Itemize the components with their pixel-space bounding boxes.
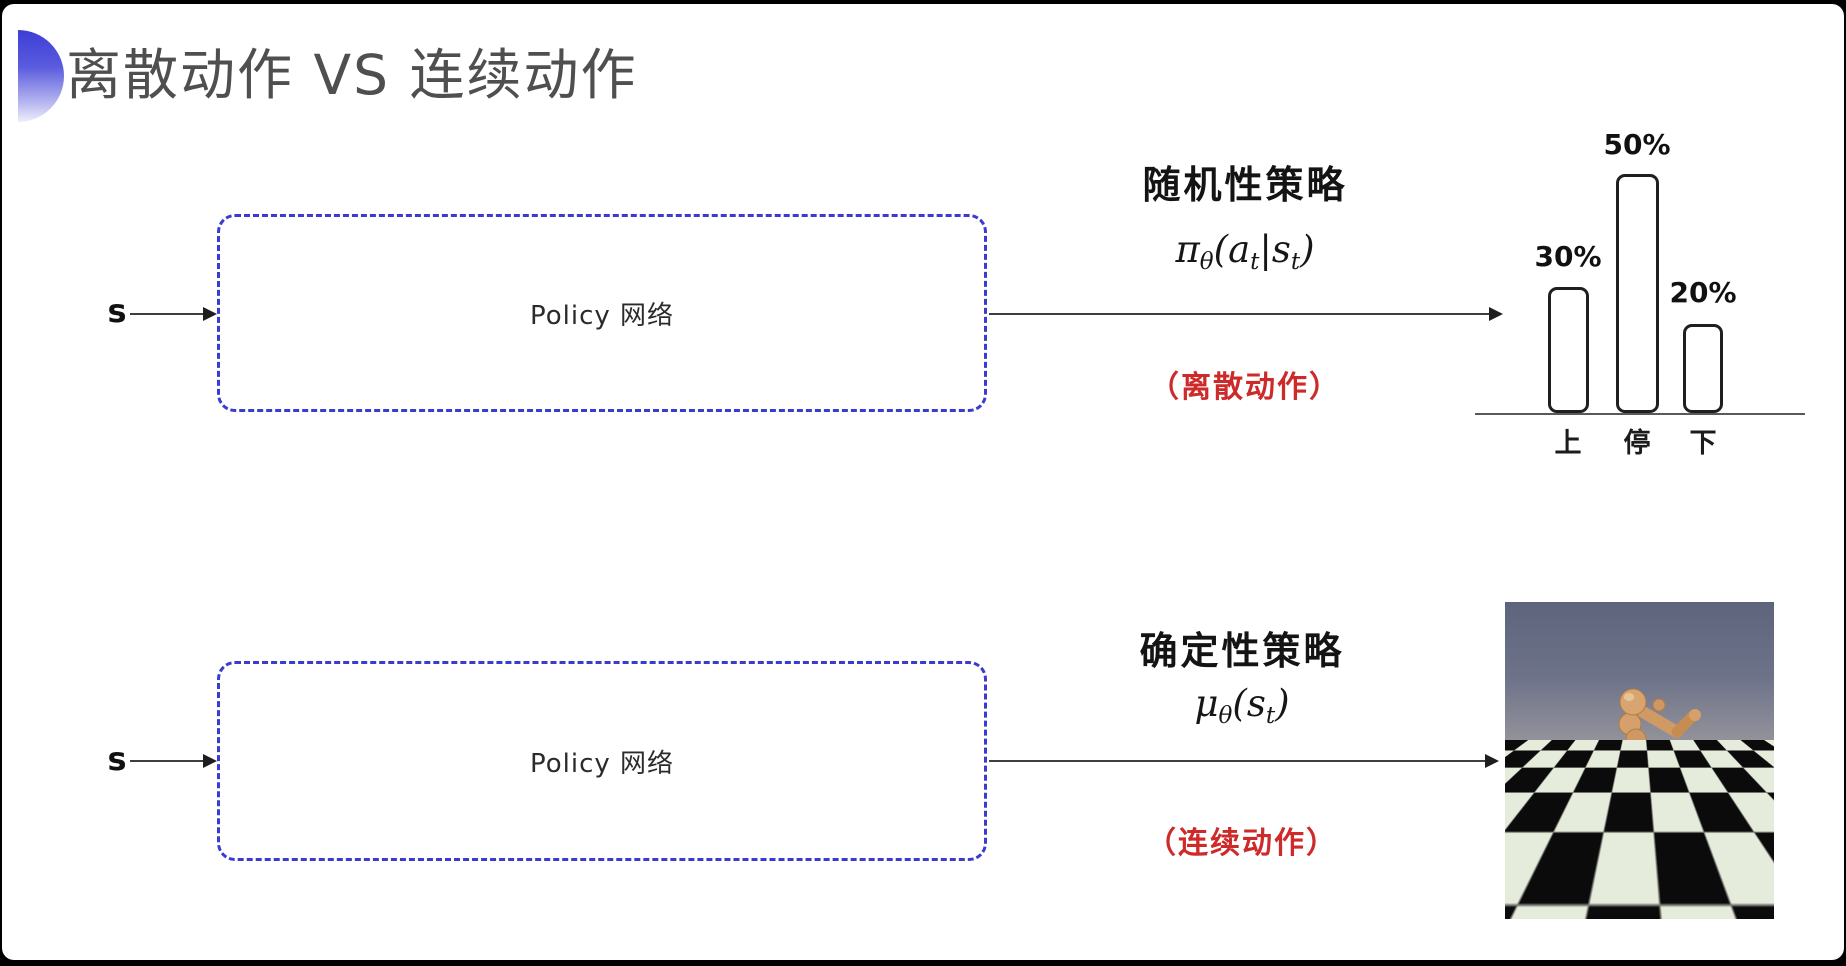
action-probability-bar-chart: 30% 50% 20% 上 停 下 xyxy=(1475,104,1805,459)
humanoid-figure-icon xyxy=(1592,688,1701,877)
state-input-label-row1: s xyxy=(107,292,127,330)
policy-network-box-row1: Policy 网络 xyxy=(217,214,987,412)
bar-up-value: 30% xyxy=(1534,240,1602,273)
bar-down xyxy=(1683,324,1723,413)
bar-stop-value: 50% xyxy=(1603,128,1671,161)
bar-stop xyxy=(1616,174,1659,413)
floor-reflection-glow xyxy=(1545,849,1725,919)
mujoco-humanoid-image xyxy=(1505,602,1774,919)
policy-formula-row2: μθ(st) xyxy=(1194,682,1290,729)
bar-down-value: 20% xyxy=(1669,276,1737,309)
bar-up xyxy=(1548,287,1589,413)
action-type-label-row1: （离散动作） xyxy=(1149,370,1341,405)
input-arrow-row2 xyxy=(130,754,217,768)
slide-title: 离散动作 VS 连续动作 xyxy=(66,43,638,107)
policy-network-label-row1: Policy 网络 xyxy=(529,300,675,331)
policy-network-box-row2: Policy 网络 xyxy=(217,661,987,861)
output-arrow-row2 xyxy=(989,754,1499,768)
input-arrow-row1 xyxy=(130,307,217,321)
bar-down-category: 下 xyxy=(1689,428,1717,459)
bar-up-category: 上 xyxy=(1554,428,1582,459)
policy-type-title-row2: 确定性策略 xyxy=(1139,629,1345,673)
policy-network-label-row2: Policy 网络 xyxy=(529,748,675,779)
bar-stop-category: 停 xyxy=(1623,428,1651,459)
state-input-label-row2: s xyxy=(107,740,127,778)
slide: 离散动作 VS 连续动作 s Policy 网络 随机性策略 πθ(at|st)… xyxy=(2,4,1844,960)
policy-type-title-row1: 随机性策略 xyxy=(1142,163,1348,207)
policy-formula-row1: πθ(at|st) xyxy=(1175,228,1315,275)
half-circle-bullet-icon xyxy=(18,30,64,122)
action-type-label-row2: （连续动作） xyxy=(1146,826,1338,861)
output-arrow-row1 xyxy=(989,307,1503,321)
